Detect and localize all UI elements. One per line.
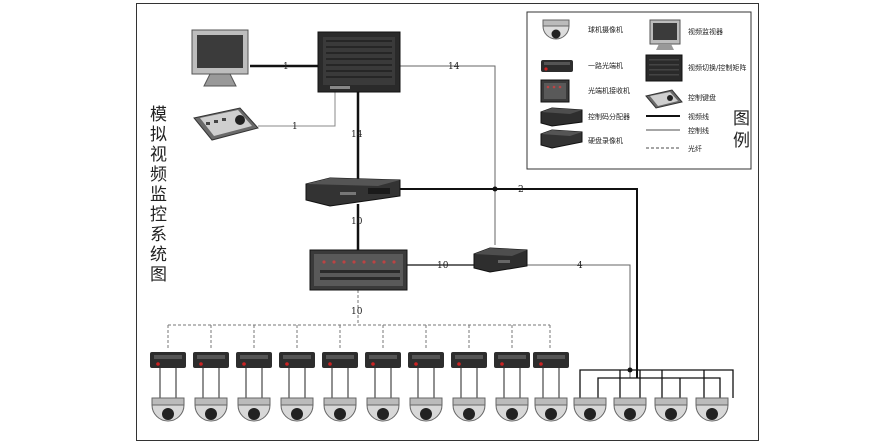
- fiber-receiver-icon: [236, 352, 272, 368]
- dome-camera-icon: [495, 397, 529, 422]
- code-distributor-icon: [309, 249, 408, 291]
- link-label: 4: [577, 261, 583, 271]
- link-labels: 1 1 14 14 2 10 10 4 10: [283, 62, 583, 317]
- legend-monitor-icon: [649, 19, 681, 50]
- diagram-title: 模 拟 视 频 监 控 系 统 图: [150, 105, 167, 285]
- fiber-receivers-row: [150, 352, 569, 368]
- dome-cameras-row: [151, 397, 729, 422]
- legend-label: 球机摄像机: [588, 25, 623, 34]
- dome-camera-icon: [452, 397, 486, 422]
- legend-title-char: 图: [733, 109, 750, 129]
- fiber-transmitter-icon: [473, 247, 528, 273]
- dome-camera-icon: [366, 397, 400, 422]
- control-line: [258, 92, 336, 127]
- video-bus-line: [400, 188, 638, 378]
- legend-dvr-icon: [540, 129, 583, 149]
- legend-code-distributor-icon: [540, 107, 583, 127]
- dome-camera-icon: [194, 397, 228, 422]
- fiber-receiver-icon: [322, 352, 358, 368]
- fiber-receiver-icon: [193, 352, 229, 368]
- dome-camera-icon: [323, 397, 357, 422]
- junction-dot: [492, 186, 498, 192]
- title-char: 模: [150, 105, 167, 125]
- legend-dome-camera-icon: [542, 19, 570, 40]
- title-char: 监: [150, 185, 167, 205]
- fiber-receiver-icon: [365, 352, 401, 368]
- control-line: [400, 65, 496, 245]
- dome-camera-icon: [237, 397, 271, 422]
- link-label: 10: [351, 307, 363, 317]
- link-label: 10: [437, 261, 449, 271]
- link-label: 10: [351, 217, 363, 227]
- title-char: 系: [150, 225, 167, 245]
- junction-dot: [627, 367, 633, 373]
- link-label: 1: [283, 62, 289, 72]
- dome-camera-icon: [573, 397, 607, 422]
- legend-label: 控制键盘: [688, 93, 716, 102]
- title-char: 图: [150, 265, 167, 285]
- legend-label: 控制码分配器: [588, 112, 630, 121]
- receiver-camera-links: [159, 368, 560, 398]
- link-label: 14: [448, 62, 460, 72]
- legend-fiber-tx-icon: [541, 60, 573, 72]
- control-keyboard-icon: [193, 107, 259, 141]
- dome-camera-icon: [695, 397, 729, 422]
- monitor-icon: [191, 29, 249, 87]
- title-char: 控: [150, 205, 167, 225]
- legend-label: 控制线: [688, 126, 709, 135]
- title-char: 拟: [150, 125, 167, 145]
- title-char: 统: [150, 245, 167, 265]
- legend-box: 球机摄像机 视频监视器 一路光端机 视频切换/控制矩阵 光端机接收机: [526, 11, 752, 170]
- title-char: 频: [150, 165, 167, 185]
- right-camera-bus: [579, 369, 734, 398]
- connections: [159, 64, 734, 398]
- link-label: 2: [518, 185, 524, 195]
- dome-camera-icon: [409, 397, 443, 422]
- legend-fiber-rx-icon: [540, 79, 570, 103]
- legend-label: 光纤: [688, 144, 702, 153]
- video-matrix-icon: [317, 31, 401, 93]
- dome-camera-icon: [613, 397, 647, 422]
- dome-camera-icon: [654, 397, 688, 422]
- legend-label: 光端机接收机: [588, 86, 630, 95]
- fiber-receiver-icon: [279, 352, 315, 368]
- legend-title-char: 例: [733, 131, 750, 151]
- legend-label: 硬盘录像机: [588, 136, 623, 145]
- legend-keyboard-icon: [645, 89, 683, 109]
- dome-camera-icon: [534, 397, 568, 422]
- legend-label: 一路光端机: [588, 61, 623, 70]
- fiber-receiver-icon: [451, 352, 487, 368]
- fiber-receiver-icon: [494, 352, 530, 368]
- control-line: [527, 264, 631, 378]
- legend-label: 视频切换/控制矩阵: [688, 63, 746, 72]
- fiber-drops: [167, 325, 551, 350]
- fiber-receiver-icon: [150, 352, 186, 368]
- link-label: 1: [292, 122, 298, 132]
- dvr-icon: [305, 177, 401, 207]
- link-label: 14: [351, 130, 363, 140]
- fiber-receiver-icon: [408, 352, 444, 368]
- dome-camera-icon: [280, 397, 314, 422]
- dome-camera-icon: [151, 397, 185, 422]
- legend-matrix-icon: [645, 54, 683, 82]
- fiber-receiver-icon: [533, 352, 569, 368]
- title-char: 视: [150, 145, 167, 165]
- legend-label: 视频监视器: [688, 27, 723, 36]
- legend-label: 视频线: [688, 112, 709, 121]
